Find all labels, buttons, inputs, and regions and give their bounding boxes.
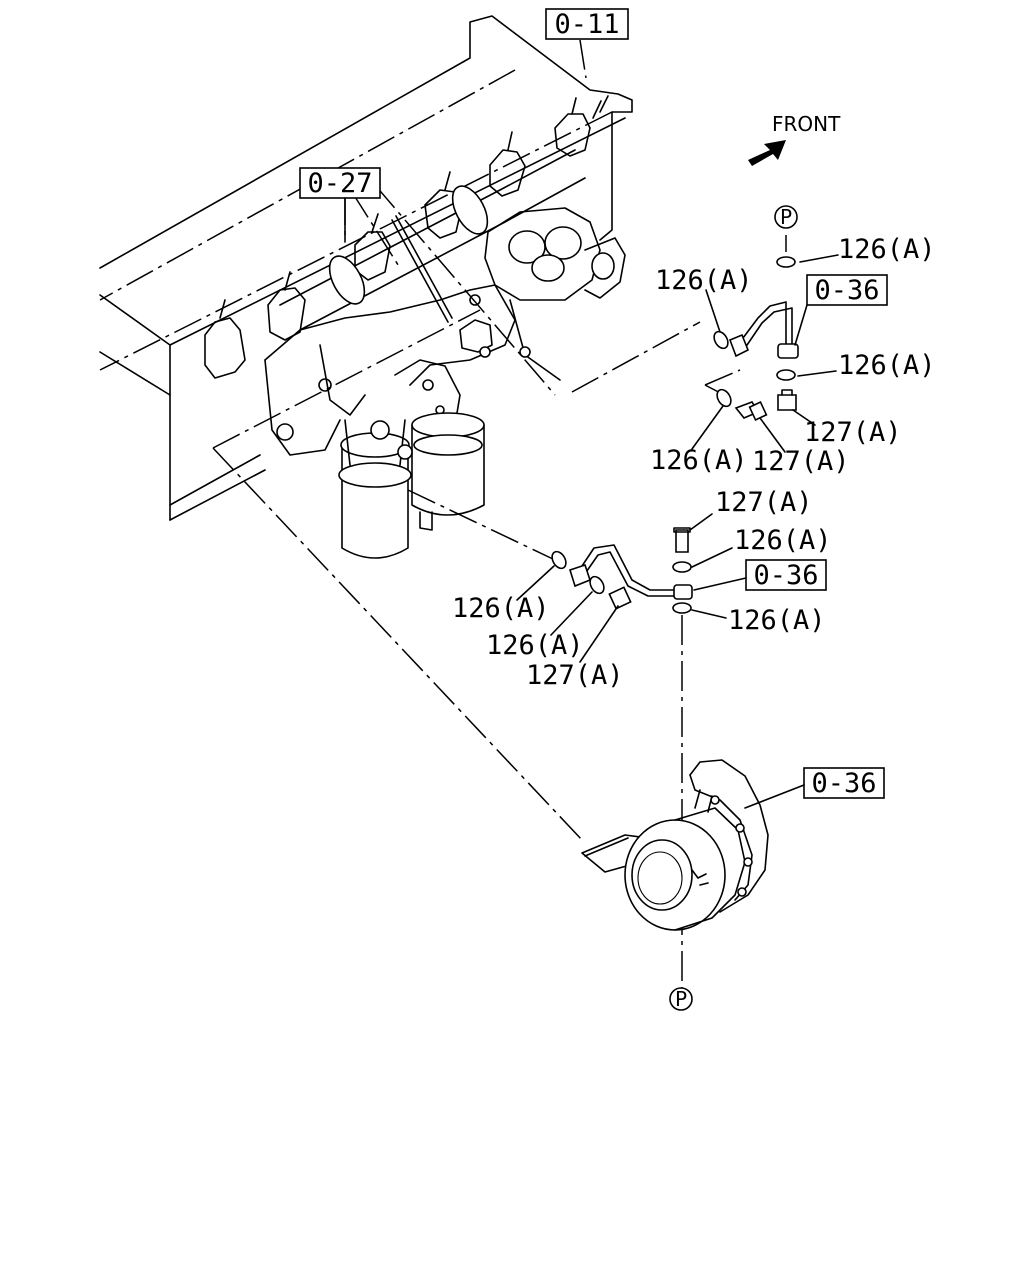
callout-127a-1-label: 127(A) bbox=[752, 446, 850, 477]
ref-0-36-bottom-label: 0-36 bbox=[811, 768, 876, 799]
ref-0-11-label: 0-11 bbox=[554, 9, 619, 40]
callout-127a-4[interactable]: 127(A) bbox=[526, 605, 624, 691]
marker-p-top: P bbox=[774, 205, 798, 229]
callout-126a-7-label: 126(A) bbox=[452, 593, 550, 624]
oil-filter-left bbox=[338, 419, 412, 559]
callout-126a-4-label: 126(A) bbox=[650, 445, 748, 476]
callout-126a-1-label: 126(A) bbox=[838, 234, 936, 265]
callout-126a-2[interactable]: 126(A) bbox=[655, 265, 753, 333]
ref-0-36-mid[interactable]: 0-36 bbox=[745, 559, 827, 591]
ref-leaders bbox=[344, 197, 808, 809]
callout-126a-7[interactable]: 126(A) bbox=[452, 565, 555, 624]
front-indicator: FRONT bbox=[748, 112, 841, 166]
callout-126a-6[interactable]: 126(A) bbox=[691, 605, 826, 636]
callout-126a-1[interactable]: 126(A) bbox=[799, 234, 936, 265]
callout-127a-1[interactable]: 127(A) bbox=[752, 417, 850, 477]
exhaust-outlet bbox=[484, 207, 626, 381]
callout-127a-2[interactable]: 127(A) bbox=[792, 409, 902, 448]
ref-0-36-bottom[interactable]: 0-36 bbox=[803, 767, 885, 799]
marker-p-bottom: P bbox=[669, 987, 693, 1011]
callout-126a-3-label: 126(A) bbox=[838, 350, 936, 381]
ref-0-36-top-label: 0-36 bbox=[814, 275, 879, 306]
callout-126a-4[interactable]: 126(A) bbox=[650, 405, 748, 476]
marker-p-bottom-label: P bbox=[675, 987, 687, 1011]
oil-pipe-upper bbox=[713, 256, 799, 421]
ref-0-11[interactable]: 0-11 bbox=[545, 8, 629, 40]
callout-126a-8[interactable]: 126(A) bbox=[486, 591, 593, 661]
ref-0-27-label: 0-27 bbox=[307, 168, 372, 199]
turbocharger bbox=[581, 759, 769, 931]
exhaust-manifold bbox=[204, 95, 609, 379]
callout-126a-6-label: 126(A) bbox=[728, 605, 826, 636]
callout-126a-8-label: 126(A) bbox=[486, 630, 584, 661]
callout-127a-4-label: 127(A) bbox=[526, 660, 624, 691]
callout-127a-3[interactable]: 127(A) bbox=[689, 487, 813, 531]
callout-126a-5[interactable]: 126(A) bbox=[691, 525, 832, 568]
callout-127a-3-label: 127(A) bbox=[715, 487, 813, 518]
filter-housing bbox=[264, 215, 516, 456]
front-label: FRONT bbox=[772, 112, 841, 136]
callout-127a-2-label: 127(A) bbox=[804, 417, 902, 448]
ref-0-36-mid-label: 0-36 bbox=[753, 560, 818, 591]
front-arrow-icon bbox=[748, 140, 786, 166]
marker-p-top-label: P bbox=[780, 205, 792, 229]
callout-126a-2-label: 126(A) bbox=[655, 265, 753, 296]
oil-filter-right bbox=[370, 412, 485, 531]
ref-0-36-top[interactable]: 0-36 bbox=[806, 274, 888, 306]
ref-0-27[interactable]: 0-27 bbox=[299, 167, 381, 199]
callout-126a-5-label: 126(A) bbox=[734, 525, 832, 556]
callout-126a-3[interactable]: 126(A) bbox=[797, 350, 936, 381]
oil-pipe-lower bbox=[551, 527, 693, 614]
